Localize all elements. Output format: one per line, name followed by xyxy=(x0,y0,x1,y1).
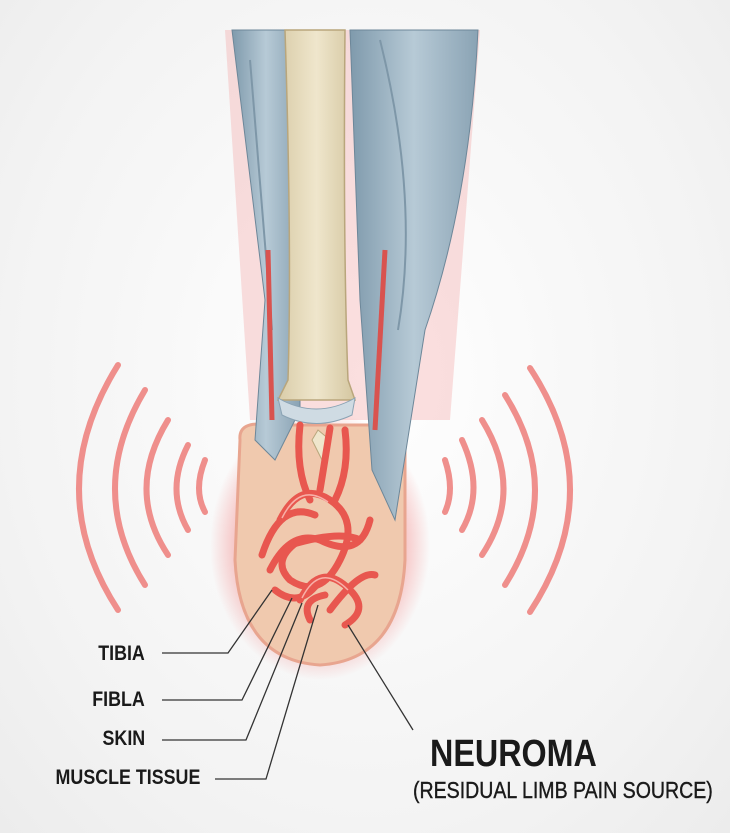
label-skin: SKIN xyxy=(102,727,145,750)
bone-cap xyxy=(277,396,356,424)
label-neuroma-subtitle: (RESIDUAL LIMB PAIN SOURCE) xyxy=(413,777,713,803)
neuroma-nerve-tangle xyxy=(258,421,379,629)
pain-waves-left xyxy=(76,362,208,613)
tibia-bone xyxy=(276,29,357,401)
leader-lines xyxy=(162,589,414,780)
label-fibla: FIBLA xyxy=(92,688,145,711)
nerve-highlights xyxy=(281,494,349,599)
label-neuroma: NEUROMA xyxy=(430,733,597,775)
label-tibia: TIBIA xyxy=(98,642,145,665)
label-muscle-tissue: MUSCLE TISSUE xyxy=(55,766,200,789)
pain-waves-right xyxy=(442,365,573,615)
muscle-bundles xyxy=(231,29,479,522)
